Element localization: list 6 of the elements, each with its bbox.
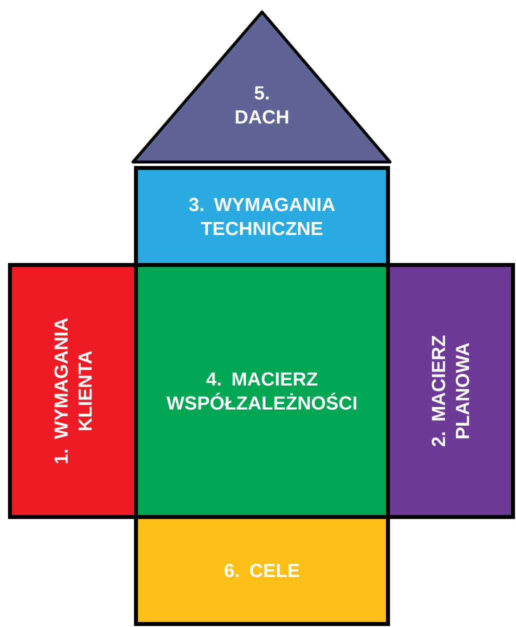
section-box: 3. WYMAGANIA TECHNICZNE [134,166,390,267]
section-box: 2. MACIERZ PLANOWA [386,263,515,519]
roof-triangle: 5. DACH [132,10,392,164]
section-box: 4. MACIERZ WSPÓŁZALEŻNOŚCI [134,263,390,519]
section-box: 1. WYMAGANIA KLIENTA [8,263,138,519]
section-box: 6. CELE [134,515,390,626]
